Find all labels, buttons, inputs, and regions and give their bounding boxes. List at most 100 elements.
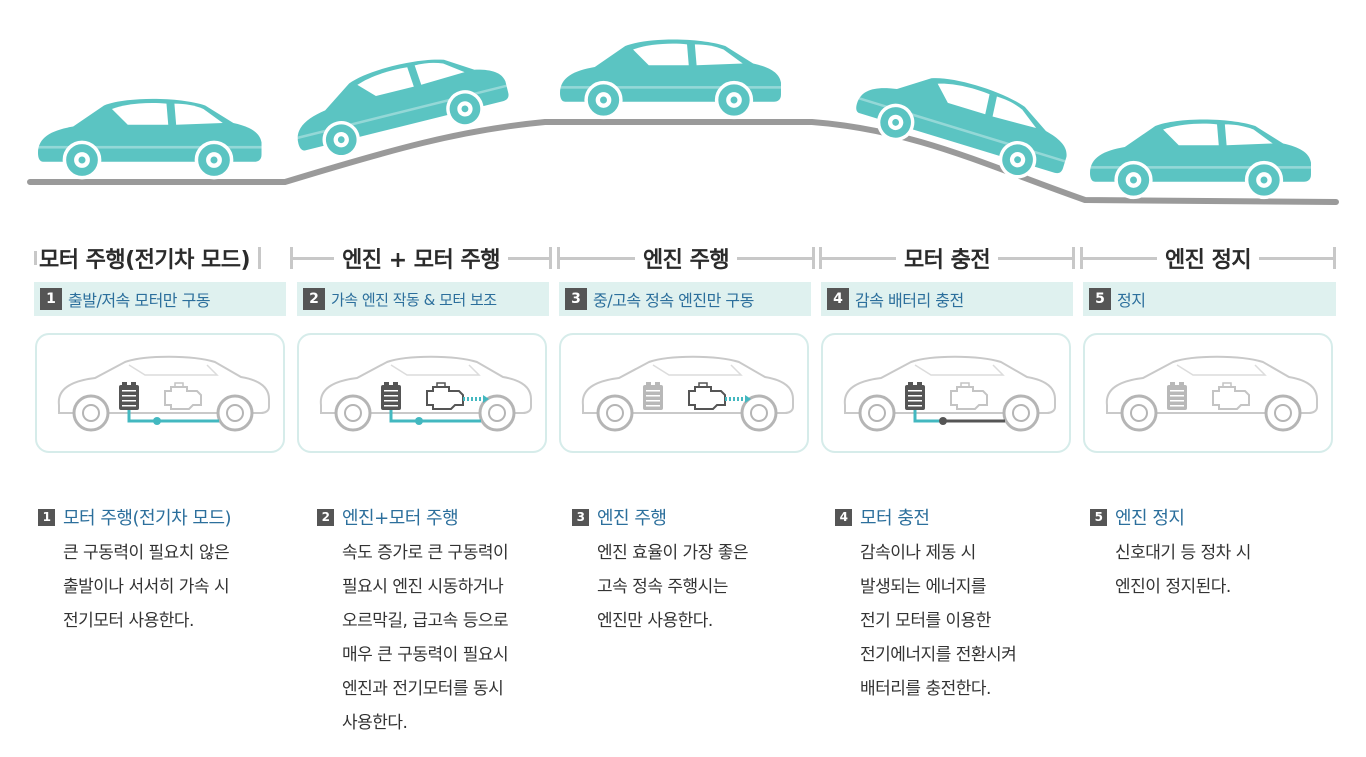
car-1 [36,97,264,180]
car-window-outline [128,364,219,376]
battery-terminal [1179,382,1184,386]
rear-wheel-icon [478,394,516,432]
step-number-badge: 4 [827,288,849,310]
battery-cell-line [122,405,136,407]
flow-arrow-icon [745,395,751,403]
description-line: 엔진만 사용한다. [597,611,713,631]
step-label: 중/고속 정속 엔진만 구동 [593,291,754,310]
powertrain-diagram [843,355,1056,432]
step-label: 정지 [1117,291,1146,310]
engine-icon [1212,386,1250,410]
engine-cap [960,382,970,388]
step-label: 감속 배터리 충전 [855,291,964,310]
car-window-outline [390,364,481,376]
description-line: 발생되는 에너지를 [860,577,987,597]
car-window-outline [914,364,1005,376]
front-wheel-icon [858,394,896,432]
battery-cell-line [1170,395,1184,397]
car-4 [848,51,1081,192]
battery-terminal [393,382,398,386]
wheel-hub [488,404,506,422]
battery-terminal [122,382,127,386]
mode-title: 모터 주행(전기차 모드) [39,248,251,273]
battery-terminal [917,382,922,386]
step-number-badge: 1 [38,508,55,526]
rear-wheel-icon [1264,394,1302,432]
mode-header-2: 엔진 + 모터 주행 [290,238,553,278]
description-line: 배터리를 충전한다. [860,679,991,699]
step-label: 가속 엔진 작동 & 모터 보조 [331,290,497,309]
description-line: 전기에너지를 전환시켜 [860,645,1017,665]
rear-wheel-icon [1002,394,1040,432]
step-label: 출발/저속 모터만 구동 [68,291,211,310]
battery-terminal [1170,382,1175,386]
description-line: 감속이나 제동 시 [860,543,976,563]
description-title: 모터 주행(전기차 모드) [63,508,232,529]
description-title: 모터 충전 [860,508,930,529]
battery-cell-line [384,395,398,397]
step-number-badge: 2 [317,508,334,526]
step-number-badge: 5 [1089,288,1111,310]
step-bar-3: 3 중/고속 정속 엔진만 구동 [559,282,811,316]
description-line: 전기모터 사용한다. [63,611,194,631]
step-number-badge: 2 [303,288,325,310]
wheel-hub [868,404,886,422]
rear-wheel-icon [740,394,778,432]
step-number-badge: 3 [572,508,589,526]
description-line: 매우 큰 구동력이 필요시 [342,645,509,665]
flow-arrow-icon [483,395,489,403]
step-number-badge: 5 [1090,508,1107,526]
powertrain-card-2 [297,333,547,453]
battery-cell-line [122,395,136,397]
car-outline [319,355,532,414]
mode-header-5: 엔진 정지 [1080,238,1336,278]
battery-cell-line [384,400,398,402]
step-bar-1: 1 출발/저속 모터만 구동 [34,282,286,316]
description-line: 출발이나 서서히 가속 시 [63,577,230,597]
description-line: 큰 구동력이 필요치 않은 [63,543,230,563]
description-line: 필요시 엔진 시동하거나 [342,577,504,597]
step-bar-2: 2 가속 엔진 작동 & 모터 보조 [297,282,549,316]
car-outline [581,355,794,414]
description-line: 오르막길, 급고속 등으로 [342,611,509,631]
engine-cap [436,382,446,388]
battery-terminal [646,382,651,386]
wheel-hub [750,404,768,422]
mode-description-5: 5 엔진 정지 신호대기 등 정차 시 엔진이 정지된다. [1090,504,1251,604]
engine-icon [950,386,988,410]
step-number-badge: 1 [40,288,62,310]
step-bar-4: 4 감속 배터리 충전 [821,282,1073,316]
car-5 [1088,117,1313,200]
mode-description-2: 2 엔진+모터 주행 속도 증가로 큰 구동력이 필요시 엔진 시동하거나 오르… [317,504,509,740]
wheel-hub [82,404,100,422]
step-bar-5: 5 정지 [1083,282,1336,316]
engine-cap [1222,382,1232,388]
car-window-outline [1176,364,1267,376]
wheel-hub [1274,404,1292,422]
power-flow-line [389,410,419,423]
battery-cell-line [1170,400,1184,402]
mode-description-4: 4 모터 충전 감속이나 제동 시 발생되는 에너지를 전기 모터를 이용한 전… [835,504,1017,706]
battery-cell-line [908,390,922,392]
battery-cell-line [122,400,136,402]
powertrain-card-1 [35,333,285,453]
battery-cell-line [1170,405,1184,407]
mode-title: 엔진 + 모터 주행 [342,248,500,273]
engine-cap [698,382,708,388]
power-flow-line [913,410,943,423]
battery-cell-line [908,405,922,407]
powertrain-diagram [1105,355,1318,432]
description-title: 엔진 주행 [597,508,667,529]
engine-icon [426,386,464,410]
wheel-hub [226,404,244,422]
engine-icon [164,386,202,410]
battery-cell-line [646,390,660,392]
powertrain-card-5 [1083,333,1333,453]
road-scene [27,37,1339,205]
battery-cell-line [646,395,660,397]
mode-description-3: 3 엔진 주행 엔진 효율이 가장 좋은 고속 정속 주행시는 엔진만 사용한다… [572,504,748,638]
mode-title: 엔진 정지 [1164,248,1252,273]
wheel-hub [1012,404,1030,422]
battery-terminal [908,382,913,386]
front-wheel-icon [72,394,110,432]
